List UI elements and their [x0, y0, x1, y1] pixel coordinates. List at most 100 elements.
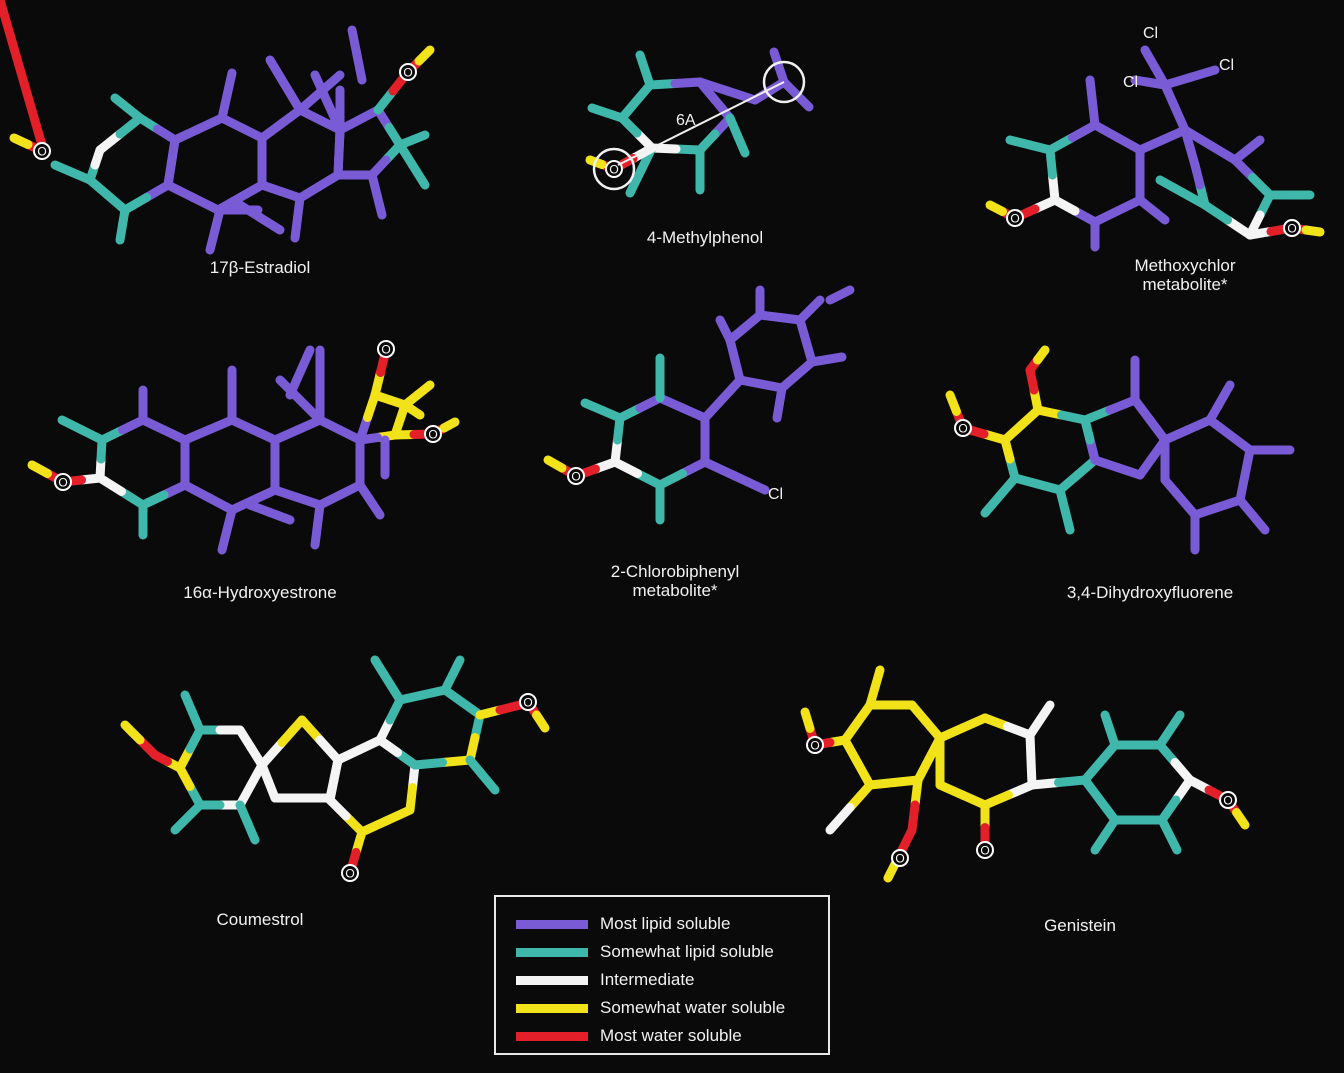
h-bond — [1248, 510, 1270, 535]
h-bond — [1215, 380, 1235, 407]
bond — [413, 380, 435, 400]
h-bond — [205, 225, 220, 255]
h-bond — [1155, 175, 1187, 197]
oxygen-highlight-circle — [592, 147, 636, 191]
bond — [257, 738, 287, 770]
h-bond — [1060, 505, 1075, 535]
bond — [9, 133, 33, 149]
oxygen-label: O — [609, 163, 618, 177]
h-bond — [769, 47, 784, 72]
oxygen-label: O — [810, 739, 819, 753]
legend-label: Somewhat lipid soluble — [600, 942, 774, 961]
bond — [408, 405, 425, 420]
oxygen-atom: O — [1283, 219, 1301, 237]
chlorine-label: Cl — [768, 486, 783, 503]
h-bond — [1148, 205, 1170, 225]
molecule-label-methoxychlor: Methoxychlor metabolite* — [1134, 256, 1236, 294]
legend-label: Somewhat water soluble — [600, 998, 786, 1017]
legend-swatch-somewhat-lipid — [516, 947, 588, 957]
bond — [700, 457, 740, 481]
h-bond — [290, 213, 302, 243]
ring-bond — [1080, 415, 1095, 445]
h-bond — [1165, 710, 1185, 735]
h-bond — [365, 495, 385, 520]
oxygen-label: O — [1287, 222, 1296, 236]
bond — [414, 45, 435, 66]
oxygen-atom: O — [54, 473, 72, 491]
h-bond — [372, 190, 387, 220]
legend-item: Somewhat water soluble — [516, 997, 785, 1019]
molecule-label-methylphenol: 4-Methylphenol — [646, 228, 764, 247]
ring-bond — [90, 145, 105, 170]
molecule-label-dihydroxyfluorene: 3,4-Dihydroxyfluorene — [1066, 583, 1234, 602]
ring-bond — [188, 193, 223, 215]
oxygen-label: O — [37, 145, 46, 159]
h-bond — [733, 131, 750, 158]
h-bond — [323, 98, 345, 135]
oxygen-atom: O — [519, 693, 537, 711]
legend-item: Somewhat lipid soluble — [516, 941, 774, 963]
h-bond — [222, 68, 237, 100]
h-bond — [217, 525, 232, 555]
legend: Most lipid soluble Somewhat lipid solubl… — [494, 895, 830, 1055]
h-bond — [370, 655, 392, 685]
bond — [1232, 808, 1250, 830]
methyl-highlight-circle — [762, 60, 806, 104]
ring-bond — [163, 180, 198, 202]
h-bond — [478, 770, 500, 795]
oxygen-label: O — [1010, 212, 1019, 226]
h-bond — [980, 491, 1005, 518]
oxygen-atom: O — [341, 864, 359, 882]
oxygen-label: O — [58, 476, 67, 490]
h-bond — [1005, 135, 1035, 150]
h-bond — [310, 520, 322, 550]
h-bond — [280, 80, 305, 115]
legend-swatch-most-water — [516, 1031, 588, 1041]
h-bond — [243, 818, 260, 845]
oxygen-atom: O — [399, 63, 417, 81]
oxygen-atom: O — [33, 142, 51, 160]
chlorine-label: Cl — [1219, 57, 1234, 74]
h-bond — [265, 55, 290, 90]
oxygen-label: O — [980, 844, 989, 858]
molecule-label-estradiol: 17β-Estradiol — [209, 258, 311, 277]
h-bond — [448, 655, 465, 680]
bond — [1140, 45, 1160, 72]
oxygen-atom: O — [1006, 209, 1024, 227]
molecule-label-hydroxyestrone: 16α-Hydroxyestrone — [183, 583, 337, 602]
bond — [1033, 345, 1050, 365]
h-bond — [805, 295, 825, 315]
oxygen-atom: O — [1219, 791, 1237, 809]
bond — [120, 720, 145, 745]
oxygen-label: O — [958, 422, 967, 436]
bond — [27, 460, 52, 478]
bond — [985, 200, 1007, 216]
oxygen-label: O — [403, 66, 412, 80]
oxygen-label: O — [571, 470, 580, 484]
bond — [257, 760, 273, 786]
molecule-label-genistein: Genistein — [1044, 916, 1116, 935]
h-bond — [115, 220, 127, 245]
ring-bond — [167, 135, 180, 167]
ring-bond — [1080, 775, 1105, 805]
oxygen-atom: O — [976, 841, 994, 859]
h-bond — [1085, 75, 1097, 107]
bond — [695, 77, 732, 96]
h-bond — [255, 213, 285, 235]
h-bond — [1243, 135, 1265, 155]
oxygen-atom: O — [954, 419, 972, 437]
bond — [1185, 65, 1220, 82]
bond — [800, 707, 815, 733]
h-bond — [295, 345, 315, 377]
oxygen-atom: O — [891, 849, 909, 867]
ring-bond — [410, 758, 447, 770]
h-bond — [408, 160, 430, 190]
bond — [730, 471, 770, 495]
legend-swatch-most-lipid — [516, 919, 588, 929]
h-bond — [170, 813, 192, 835]
oxygen-label: O — [523, 696, 532, 710]
oxygen-atom: O — [424, 425, 442, 443]
oxygen-label: O — [428, 428, 437, 442]
oxygen-label: O — [895, 852, 904, 866]
